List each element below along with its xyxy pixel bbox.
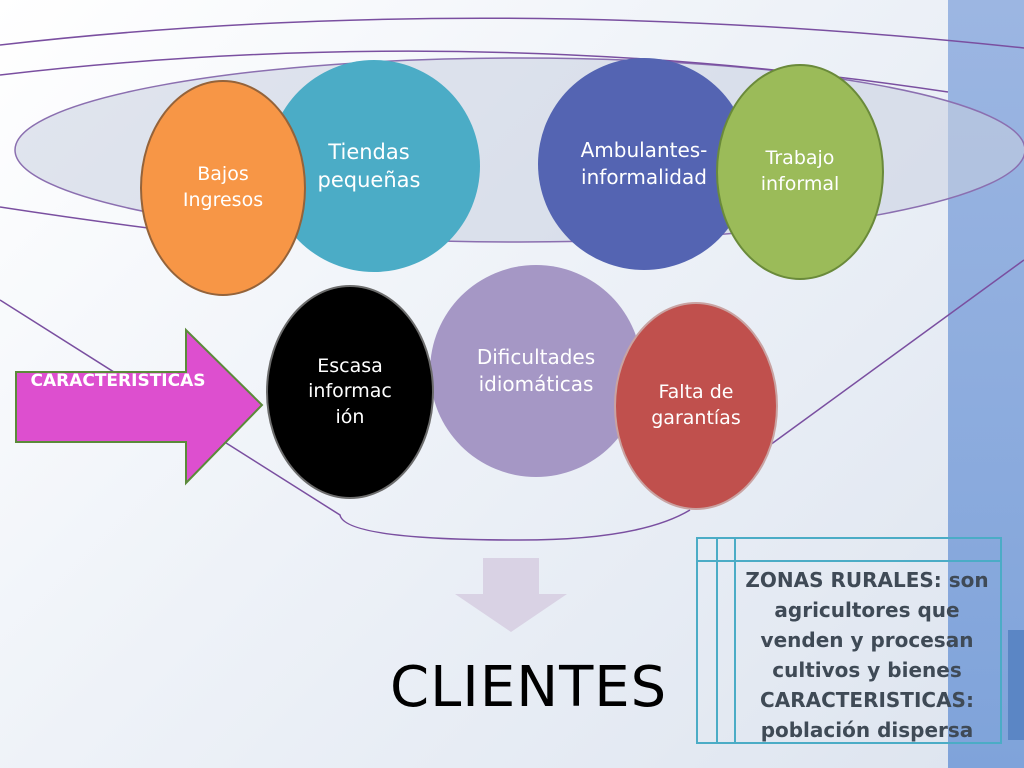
zonas-rurales-box [696, 537, 1002, 744]
zonas-rurales-heading: ZONAS RURALES: [745, 568, 942, 592]
bubble-trabajo-label: Trabajo informal [760, 147, 840, 195]
funnel-top-rim [0, 17, 1024, 49]
bubble-bajos-ingresos: Bajos Ingresos [140, 80, 306, 296]
box-rule-vertical-2 [734, 539, 736, 742]
bubble-escasa-informacion: Escasa informac ión [266, 285, 434, 499]
bubble-ambulantes-label: Ambulantes- informalidad [580, 138, 708, 189]
caracteristicas-arrow-label: CARACTERISTICAS [30, 371, 206, 391]
box-rule-vertical-1 [716, 539, 718, 742]
funnel-right-side [769, 259, 1024, 446]
bubble-bajos-label: Bajos Ingresos [182, 163, 264, 211]
bubble-dificultades-label: Dificultades idiomáticas [476, 345, 596, 396]
caracteristicas-description: población dispersa [760, 718, 974, 742]
caracteristicas-arrow-shape [15, 327, 264, 486]
funnel-left-lower-side [0, 299, 691, 541]
bubble-escasa-label: Escasa informac ión [308, 354, 392, 428]
bubble-falta-de-garantias: Falta de garantías [614, 302, 778, 510]
zonas-rurales-text: ZONAS RURALES: son agricultores que vend… [740, 565, 994, 745]
bubble-trabajo-informal: Trabajo informal [716, 64, 884, 280]
side-accent-block [1008, 630, 1024, 740]
down-arrow-icon [455, 558, 567, 632]
bubble-falta-label: Falta de garantías [651, 381, 741, 429]
bubble-dificultades-idiomaticas: Dificultades idiomáticas [430, 265, 642, 477]
clientes-title: CLIENTES [390, 655, 668, 720]
zonas-rurales-description: son agricultores que venden y procesan c… [760, 568, 989, 682]
bubble-tiendas-label: Tiendas pequeñas [317, 139, 421, 192]
bubble-ambulantes-informalidad: Ambulantes- informalidad [538, 58, 750, 270]
box-rule-horizontal [698, 560, 1000, 562]
caracteristicas-heading: CARACTERISTICAS: [760, 688, 974, 712]
